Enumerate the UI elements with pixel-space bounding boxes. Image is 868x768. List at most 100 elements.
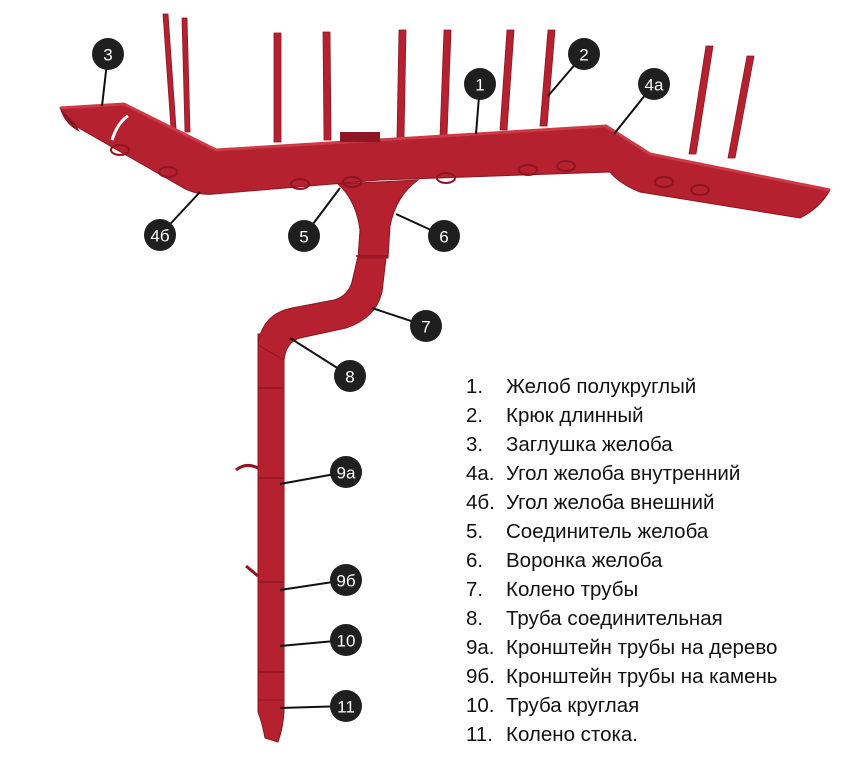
marker-label: 2 xyxy=(579,46,588,65)
marker-circle xyxy=(568,38,600,70)
marker-circle xyxy=(334,360,366,392)
gutter-clamp xyxy=(518,164,538,176)
legend-number: 8. xyxy=(466,606,484,630)
hook xyxy=(396,29,407,139)
gutter-clamp xyxy=(342,176,362,188)
marker-label: 4а xyxy=(645,76,664,95)
legend-text: Воронка желоба xyxy=(506,548,663,572)
gutter-clamp xyxy=(556,160,576,172)
legend-item-2: 2. Крюк длинный xyxy=(466,401,861,430)
marker-circle xyxy=(288,220,320,252)
legend-number: 4а. xyxy=(466,461,495,485)
callout-marker: 5 xyxy=(288,220,320,252)
legend-item-4a: 4а.Угол желоба внутренний xyxy=(466,459,861,488)
gutter-clamps xyxy=(110,144,710,196)
gutter-end-cap-white xyxy=(110,114,129,141)
pipe-elbow xyxy=(257,255,387,361)
legend-item-10: 10.Труба круглая xyxy=(466,691,861,720)
marker-label: 9а xyxy=(337,464,356,483)
callout-marker: 4а xyxy=(638,68,670,100)
legend: 1. Желоб полукруглый 2. Крюк длинный 3. Заг… xyxy=(466,372,861,749)
marker-label: 8 xyxy=(345,368,354,387)
legend-item-6: 6.Воронка желоба xyxy=(466,546,861,575)
marker-circle xyxy=(92,38,124,70)
legend-number: 7. xyxy=(466,577,484,601)
legend-item-11: 11. Колено стока. xyxy=(466,720,861,749)
legend-number: 2. xyxy=(466,403,484,427)
legend-number: 9а. xyxy=(466,635,495,659)
downpipe xyxy=(235,179,420,743)
drain-elbow xyxy=(257,699,285,743)
hook-cluster xyxy=(340,132,380,142)
marker-circle xyxy=(330,456,362,488)
marker-circle xyxy=(330,690,362,722)
legend-number: 3. xyxy=(466,432,484,456)
legend-number: 9б. xyxy=(466,664,495,688)
hook xyxy=(499,29,515,131)
marker-label: 11 xyxy=(337,698,355,717)
marker-circle xyxy=(410,310,442,342)
gutter-clamp xyxy=(654,176,674,188)
legend-text: Заглушка желоба xyxy=(506,432,673,456)
hooks xyxy=(162,13,755,159)
pipe-bracket-stone xyxy=(245,564,259,578)
legend-item-8: 8. Труба соединительная xyxy=(466,604,861,633)
hook xyxy=(439,29,452,137)
gutter-clamp xyxy=(690,184,710,196)
hook xyxy=(181,17,191,133)
hook xyxy=(539,29,556,127)
gutter-outlet xyxy=(336,179,420,259)
round-pipe xyxy=(257,333,285,705)
callout-marker: 9б xyxy=(330,564,362,596)
legend-number: 11. xyxy=(466,722,493,746)
marker-circle xyxy=(464,68,496,100)
callout-marker: 2 xyxy=(568,38,600,70)
markers: 1 2 3 4а 4б 5 6 7 8 9а 9б 10 11 xyxy=(92,38,670,722)
legend-item-7: 7.Колено трубы xyxy=(466,575,861,604)
gutter-clamp xyxy=(290,178,310,190)
legend-text: Соединитель желоба xyxy=(506,519,709,543)
legend-item-9a: 9а.Кронштейн трубы на дерево xyxy=(466,633,861,662)
callout-marker: 1 xyxy=(464,68,496,100)
marker-label: 10 xyxy=(337,632,356,651)
legend-text: Труба круглая xyxy=(506,693,640,717)
legend-text: Колено стока. xyxy=(506,722,638,746)
gutter-clamp xyxy=(436,172,456,184)
marker-circle xyxy=(638,68,670,100)
legend-number: 1. xyxy=(466,374,484,398)
callout-marker: 7 xyxy=(410,310,442,342)
hook xyxy=(322,31,332,141)
legend-item-4b: 4б.Угол желоба внешний xyxy=(466,488,861,517)
callout-marker: 4б xyxy=(144,219,176,251)
gutter-clamp xyxy=(158,166,178,178)
marker-circle xyxy=(330,564,362,596)
marker-circle xyxy=(428,220,460,252)
legend-text: Труба соединительная xyxy=(506,606,723,630)
legend-text: Крюк длинный xyxy=(506,403,644,427)
gutter xyxy=(59,102,831,219)
callout-marker: 9а xyxy=(330,456,362,488)
marker-circle xyxy=(330,624,362,656)
callout-marker: 8 xyxy=(334,360,366,392)
hook xyxy=(727,55,755,159)
marker-label: 5 xyxy=(299,228,308,247)
marker-label: 7 xyxy=(421,318,430,337)
legend-text: Кронштейн трубы на камень xyxy=(506,664,778,688)
legend-item-1: 1. Желоб полукруглый xyxy=(466,372,861,401)
legend-text: Угол желоба внешний xyxy=(506,490,715,514)
marker-label: 3 xyxy=(103,46,112,65)
legend-text: Желоб полукруглый xyxy=(506,374,697,398)
hook xyxy=(162,13,177,129)
callout-marker: 3 xyxy=(92,38,124,70)
legend-item-9b: 9б. Кронштейн трубы на камень xyxy=(466,662,861,691)
gutter-end-cap xyxy=(60,108,80,132)
callout-marker: 11 xyxy=(330,690,362,722)
hook xyxy=(273,32,282,143)
marker-label: 6 xyxy=(439,228,448,247)
marker-label: 1 xyxy=(475,76,484,95)
marker-label: 9б xyxy=(336,572,355,591)
marker-circle xyxy=(144,219,176,251)
legend-number: 5. xyxy=(466,519,484,543)
